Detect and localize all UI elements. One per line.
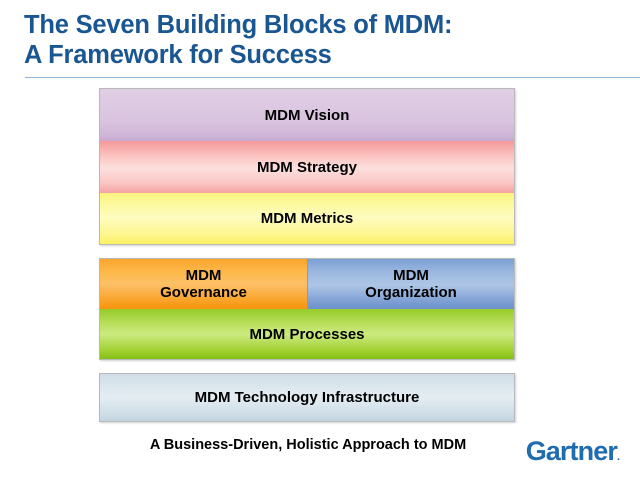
block-label: MDM Metrics [260,210,354,227]
diagram-caption: A Business-Driven, Holistic Approach to … [149,437,467,453]
block-label: MDM Organization [365,267,457,301]
gartner-logo-text: Gartner [525,436,618,466]
block-mdm-governance[interactable]: MDM Governance [100,259,307,309]
gartner-logo: Gartner. [526,437,620,471]
diagram-row: MDM Processes [100,309,514,359]
diagram-row-split: MDM Governance MDM Organization [100,259,514,309]
page-title: The Seven Building Blocks of MDM: A Fram… [24,11,453,69]
group-spacer [99,245,515,258]
gartner-logo-mark: . [616,451,620,463]
diagram-row: MDM Metrics [100,193,514,244]
title-divider [25,77,640,78]
diagram-row: MDM Vision [100,89,514,141]
block-mdm-metrics[interactable]: MDM Metrics [100,193,514,244]
diagram-row: MDM Technology Infrastructure [100,374,514,421]
block-group-foundation: MDM Technology Infrastructure [99,373,515,422]
block-label: MDM Strategy [256,158,357,176]
diagram-row: MDM Strategy [100,141,514,193]
block-label: MDM Processes [249,325,365,343]
mdm-building-blocks-diagram: MDM Vision MDM Strategy MDM Metrics MDM … [99,88,515,422]
block-mdm-strategy[interactable]: MDM Strategy [100,141,514,193]
block-mdm-vision[interactable]: MDM Vision [100,89,514,141]
block-label: MDM Vision [264,106,350,124]
block-group-operational: MDM Governance MDM Organization MDM Proc… [99,258,515,360]
group-spacer [99,360,515,373]
block-mdm-technology-infrastructure[interactable]: MDM Technology Infrastructure [100,374,514,421]
block-mdm-processes[interactable]: MDM Processes [100,309,514,359]
block-mdm-organization[interactable]: MDM Organization [307,259,514,309]
block-group-strategic: MDM Vision MDM Strategy MDM Metrics [99,88,515,245]
block-label: MDM Technology Infrastructure [194,389,420,406]
block-label: MDM Governance [160,267,247,301]
